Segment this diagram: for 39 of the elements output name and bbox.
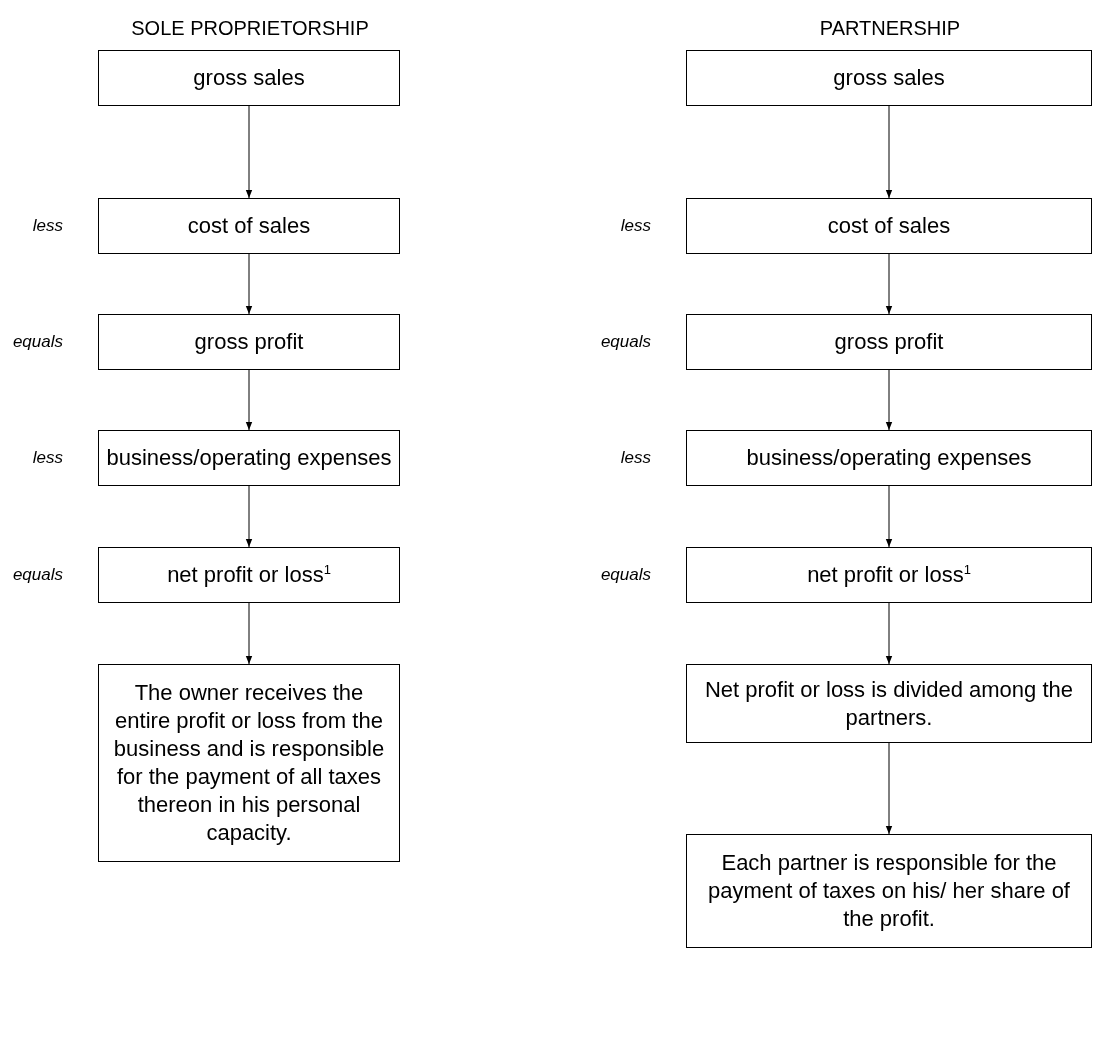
box-text: Net profit or loss is divided among the partners. (703, 675, 1075, 732)
process-box (98, 664, 400, 862)
operator-label: equals (600, 565, 651, 585)
operator-label: less (620, 216, 651, 236)
arrow (245, 485, 253, 548)
box-text: gross sales (193, 64, 305, 92)
arrow (245, 602, 253, 665)
arrow (885, 602, 893, 665)
arrow (245, 253, 253, 315)
process-box (686, 834, 1092, 948)
box-text: gross profit (834, 328, 944, 356)
arrow (245, 105, 253, 199)
process-box (686, 664, 1092, 743)
operator-label: equals (600, 332, 651, 352)
box-text: The owner receives the entire profit or loss from the business and is responsible for the payment of all taxes thereon in his personal capacity. (112, 679, 386, 847)
box-text: cost of sales (187, 212, 311, 240)
arrow (885, 742, 893, 835)
operator-label: less (620, 448, 651, 468)
box-text: gross sales (833, 64, 945, 92)
box-text: net profit or loss$^{1}$ (807, 561, 971, 589)
arrow (885, 105, 893, 199)
operator-label: equals (12, 332, 63, 352)
box-text: business/operating expenses (746, 444, 1032, 472)
box-text: net profit or loss$^{1}$ (167, 561, 331, 589)
box-text: business/operating expenses (106, 444, 392, 472)
arrow (885, 369, 893, 431)
column-heading: SOLE PROPRIETORSHIP (131, 17, 369, 40)
arrow (885, 485, 893, 548)
process-box (98, 50, 400, 106)
process-box (686, 50, 1092, 106)
operator-label: less (32, 216, 63, 236)
arrow (245, 369, 253, 431)
box-text: Each partner is responsible for the payment of taxes on his/ her share of the profit. (707, 849, 1071, 933)
operator-label: less (32, 448, 63, 468)
column-heading: PARTNERSHIP (819, 17, 961, 40)
arrow (885, 253, 893, 315)
box-text: cost of sales (827, 212, 951, 240)
operator-label: equals (12, 565, 63, 585)
box-text: gross profit (194, 328, 304, 356)
